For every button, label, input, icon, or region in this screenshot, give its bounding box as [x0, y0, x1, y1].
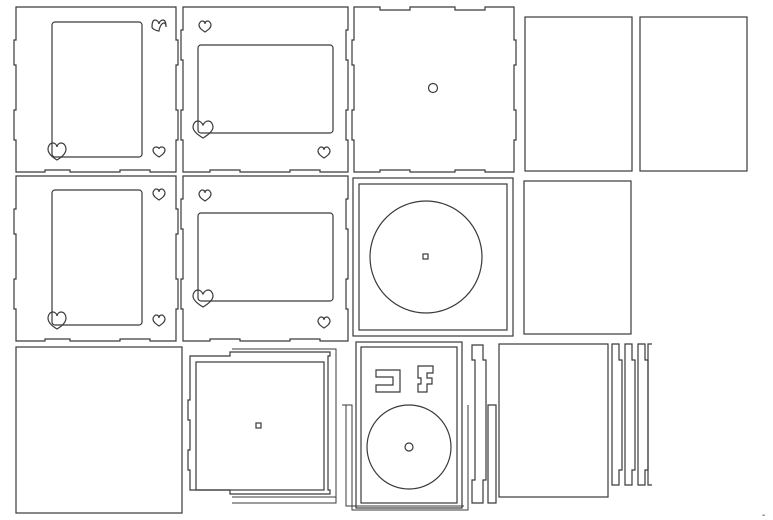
- plain-panel: [523, 180, 632, 335]
- heart-icon: [198, 20, 212, 33]
- heart-icon: [47, 142, 67, 161]
- heart-icon: [47, 311, 67, 330]
- mechanism-panel-with-disc: [342, 341, 469, 511]
- heart-icon: [198, 189, 212, 202]
- top-panel-center-hole: [351, 6, 517, 173]
- heart-icon: [152, 314, 166, 327]
- side-panel-landscape-window: [180, 175, 349, 342]
- base-panel-with-slots: [187, 348, 337, 504]
- plain-panel: [498, 343, 609, 498]
- heart-icon: [192, 120, 214, 139]
- plain-panel: [15, 346, 183, 514]
- plain-panel: [524, 16, 633, 172]
- narrow-strips: [611, 343, 652, 486]
- side-panel-portrait-window: [13, 6, 179, 173]
- narrow-strips: [471, 344, 497, 504]
- sheet-edge-mark: -: [762, 510, 765, 520]
- turntable-frame-with-disc: [352, 177, 514, 337]
- heart-icon: [317, 316, 331, 329]
- heart-icon: [192, 289, 214, 308]
- heart-icon: [151, 19, 167, 32]
- heart-icon: [152, 146, 166, 158]
- heart-icon: [152, 188, 166, 201]
- plain-panel: [639, 16, 748, 172]
- side-panel-landscape-window: [180, 6, 349, 173]
- heart-icon: [317, 146, 331, 159]
- side-panel-portrait-window: [13, 175, 179, 342]
